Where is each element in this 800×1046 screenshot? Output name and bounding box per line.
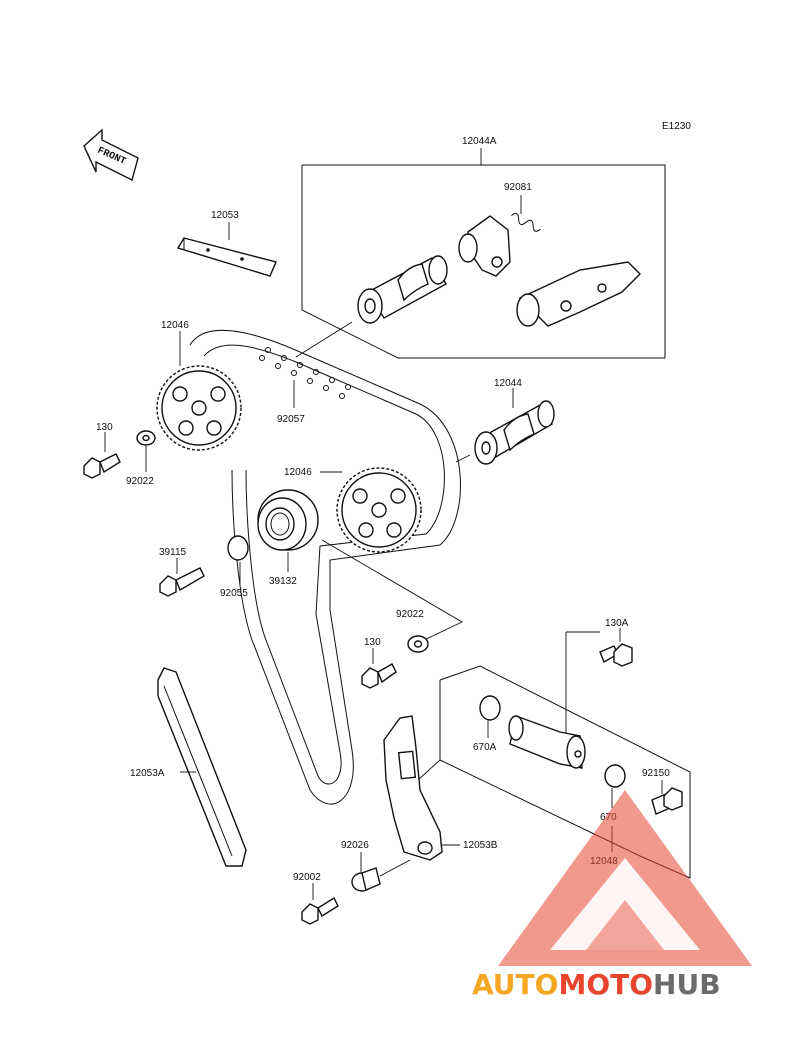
label-92022-top: 92022 — [126, 476, 154, 487]
watermark-hub: HUB — [653, 968, 721, 1001]
label-12044: 12044 — [494, 378, 522, 389]
chain-guide-12053a — [157, 667, 247, 867]
label-92057: 92057 — [277, 414, 305, 425]
label-39115: 39115 — [159, 547, 187, 558]
cam-chain — [189, 329, 461, 805]
decompression-lever — [458, 215, 511, 277]
chain-guide-12053b — [383, 715, 460, 861]
label-12046-top: 12046 — [161, 320, 189, 331]
watermark-auto: AUTO — [472, 968, 558, 1001]
sprocket-12046-top — [156, 331, 242, 451]
chain-tensioner-body — [508, 715, 586, 769]
leader-92022-mid — [321, 539, 463, 643]
front-arrow-icon: FRONT — [83, 128, 139, 182]
label-12046-mid: 12046 — [284, 467, 312, 478]
watermark-moto: MOTO — [558, 968, 653, 1001]
label-39132: 39132 — [269, 576, 297, 587]
bolt-92002 — [301, 883, 339, 925]
washer-92022-mid — [407, 635, 429, 653]
camshaft-12044 — [455, 388, 555, 465]
bolt-130-mid — [361, 648, 397, 689]
diagram-code: E1230 — [662, 121, 691, 132]
part-labels: 12044A 92081 12053 12046 92057 12044 130… — [96, 136, 670, 883]
sprocket-12046-mid — [320, 467, 422, 553]
camshaft-12044a-group-box — [295, 148, 666, 359]
label-12053b: 12053B — [463, 840, 498, 851]
spring-92081 — [511, 195, 541, 232]
cam-holder — [516, 261, 641, 327]
bolt-92150 — [651, 780, 683, 815]
label-130-mid: 130 — [364, 637, 381, 648]
label-92150: 92150 — [642, 768, 670, 779]
chain-guide-12053 — [176, 222, 277, 277]
sprocket-39132 — [257, 489, 319, 572]
label-130-top: 130 — [96, 422, 113, 433]
tensioner-group-box — [417, 631, 691, 879]
label-92055: 92055 — [220, 588, 248, 599]
watermark-text: AUTOMOTOHUB — [472, 968, 721, 1001]
label-130a: 130A — [605, 618, 629, 629]
bolt-130a — [599, 628, 633, 667]
chain-92057-links — [259, 347, 351, 399]
label-92022-mid: 92022 — [396, 609, 424, 620]
collar-92026 — [351, 852, 411, 892]
label-12053a: 12053A — [130, 768, 165, 779]
o-ring-670a — [479, 695, 501, 738]
label-92002: 92002 — [293, 872, 321, 883]
o-ring-92055 — [227, 535, 249, 584]
label-12053: 12053 — [211, 210, 239, 221]
label-12044a: 12044A — [462, 136, 497, 147]
label-92081: 92081 — [504, 182, 532, 193]
camshaft-12044a — [357, 255, 448, 324]
bolt-130-top — [83, 432, 121, 479]
automotohub-watermark: AUTOMOTOHUB — [472, 790, 752, 1001]
label-92026: 92026 — [341, 840, 369, 851]
label-670a: 670A — [473, 742, 497, 753]
bolt-39115 — [159, 558, 205, 597]
washer-92022-top — [136, 430, 156, 472]
